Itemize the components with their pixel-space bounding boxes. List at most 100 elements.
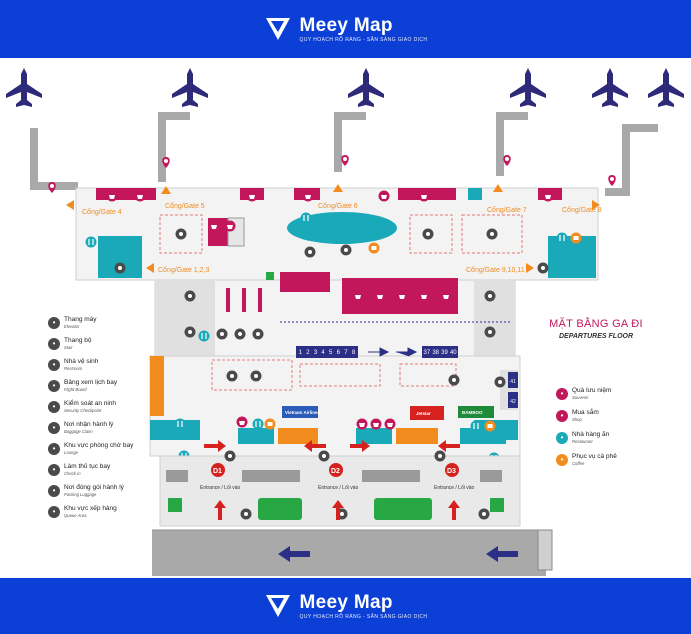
legend-label-vi: Nơi nhận hành lý	[64, 421, 114, 428]
airplanes	[6, 68, 684, 107]
top-banner: Meey Map QUY HOẠCH RÕ RÀNG - SẴN SÀNG GI…	[0, 0, 691, 58]
road	[152, 529, 553, 576]
side-counter-number: 41	[510, 379, 516, 385]
legend-label-en: Restaurant	[572, 439, 593, 444]
gate-8-label: Cổng/Gate 8	[562, 206, 602, 214]
legend-label-en: Stair	[64, 345, 73, 350]
jetstar-label: Jetstar	[416, 411, 431, 416]
checkin-counter-number: 7	[344, 350, 348, 356]
elevator-icon: •	[48, 317, 60, 329]
entrance-label-2: Entrance / Lối vào	[318, 485, 359, 491]
legend-label-en: Shop	[572, 417, 582, 422]
gate-5-label: Cổng/Gate 5	[165, 202, 205, 210]
floor-title: MẶT BẰNG GA ĐI DEPARTURES FLOOR	[536, 318, 656, 340]
legend-label-en: Packing Luggage	[64, 492, 97, 497]
entrance-labels: Entrance / Lối vào Entrance / Lối vào En…	[200, 485, 475, 491]
brand-tagline: QUY HOẠCH RÕ RÀNG - SẴN SÀNG GIAO DỊCH	[299, 37, 428, 43]
checkin-icon: •	[48, 464, 60, 476]
legend-label-en: Baggage Claim	[64, 429, 93, 434]
checkin-counter-box	[312, 347, 319, 357]
legend-label-vi: Bảng xem lịch bay	[64, 379, 118, 386]
legend-label-en: Check-in	[64, 471, 81, 476]
meey-logo-icon	[265, 595, 290, 617]
checkin-counter-box	[297, 347, 304, 357]
baggage-icon: •	[48, 422, 60, 434]
location-pins	[48, 155, 616, 193]
checkin-counter-number: 4	[321, 350, 325, 356]
door-d3-label: D3	[447, 468, 456, 475]
door-d1-label: D1	[213, 468, 222, 475]
checkin-counter-number: 2	[306, 350, 310, 356]
bamboo-label: BAMBOO	[462, 410, 483, 415]
entrance-zone	[159, 440, 521, 527]
stair-icon: •	[48, 338, 60, 350]
legend-label-vi: Khu vực phòng chờ bay	[64, 442, 134, 449]
legend-label-vi: Quà lưu niệm	[572, 387, 612, 394]
shop-icon: •	[556, 410, 568, 422]
brand-name: Meey Map	[299, 15, 393, 36]
souvenir-icon: •	[556, 388, 568, 400]
brand-name-bottom: Meey Map	[299, 592, 393, 613]
jet-bridges	[30, 112, 658, 196]
door-d2-label: D2	[331, 468, 340, 475]
side-counter-box	[508, 392, 518, 408]
floor-title-en: DEPARTURES FLOOR	[558, 333, 634, 340]
gate-6-label: Cổng/Gate 6	[318, 202, 358, 210]
gate-4-label: Cổng/Gate 4	[82, 208, 122, 216]
side-counter-box	[508, 372, 518, 388]
checkin-counter-box	[423, 347, 431, 357]
gate-labels: Cổng/Gate 4 Cổng/Gate 5 Cổng/Gate 6 Cổng…	[82, 202, 602, 274]
checkin-counter-box	[440, 347, 449, 357]
departures-floor-map: Cổng/Gate 4 Cổng/Gate 5 Cổng/Gate 6 Cổng…	[6, 68, 684, 576]
restroom-icon: •	[48, 359, 60, 371]
restaurant-icon: •	[556, 432, 568, 444]
gate-123-label: Cổng/Gate 1,2,3	[158, 266, 209, 274]
bottom-banner: Meey Map QUY HOẠCH RÕ RÀNG - SẴN SÀNG GI…	[0, 578, 691, 634]
checkin-counter-box	[449, 347, 458, 357]
gate-arrows	[66, 184, 600, 273]
legend-label-vi: Làm thủ tục bay	[64, 463, 111, 470]
checkin-counter-number: 40	[450, 350, 457, 356]
security-icon: •	[48, 401, 60, 413]
checkin-counter-box	[327, 347, 334, 357]
queue-icon: •	[48, 506, 60, 518]
lounge-icon: •	[48, 443, 60, 455]
brand-logo-bottom: Meey Map QUY HOẠCH RÕ RÀNG - SẴN SÀNG GI…	[264, 592, 428, 620]
checkin-counter-number: 39	[441, 350, 448, 356]
checkin-counter-number: 3	[314, 350, 318, 356]
brand-logo: Meey Map QUY HOẠCH RÕ RÀNG - SẴN SÀNG GI…	[264, 15, 428, 43]
legend-label-en: Restroom	[64, 366, 83, 371]
legend-label-vi: Nhà hàng ăn	[572, 431, 610, 438]
checkin-counter-box	[342, 347, 350, 357]
legend-label-vi: Nhà vệ sinh	[64, 358, 99, 365]
entrance-label-3: Entrance / Lối vào	[434, 485, 475, 491]
door-labels: D1 D2 D3	[213, 468, 456, 475]
vietnam-airlines-label: Vietnam Airlines	[285, 410, 321, 415]
legend-label-vi: Thang máy	[64, 316, 97, 323]
legend-label-en: Elevator	[64, 324, 80, 329]
side-counter-strip: 41 42	[508, 372, 518, 408]
brand-tagline-bottom: QUY HOẠCH RÕ RÀNG - SẴN SÀNG GIAO DỊCH	[299, 614, 428, 620]
legend-label-vi: Khu vực xếp hàng	[64, 505, 117, 512]
side-counter-number: 42	[510, 399, 516, 405]
legend-label-vi: Kiểm soát an ninh	[64, 400, 117, 407]
legend-label-vi: Nơi đóng gói hành lý	[64, 484, 124, 491]
legend-label-vi: Thang bộ	[64, 337, 92, 344]
checkin-counter-number: 37	[424, 350, 431, 356]
legend-label-en: Queue Area	[64, 513, 87, 518]
flight-board-icon: •	[48, 380, 60, 392]
checkin-counter-number: 1	[299, 350, 303, 356]
